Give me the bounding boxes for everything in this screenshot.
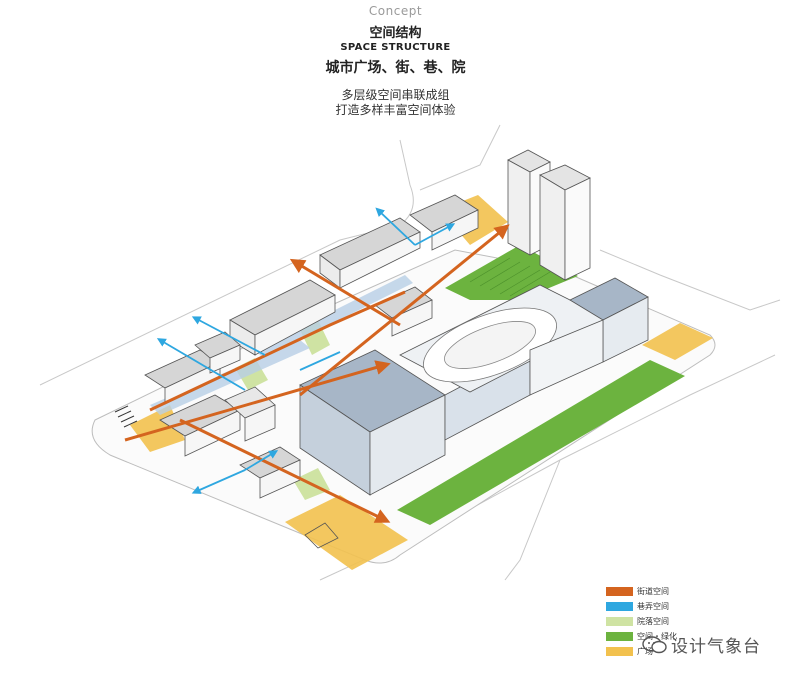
towers bbox=[507, 149, 591, 281]
alley-arrows bbox=[156, 207, 456, 494]
pitched-roof-building-7 bbox=[194, 331, 241, 374]
plaza-south bbox=[285, 495, 408, 570]
title-chinese: 空间结构 bbox=[369, 26, 422, 41]
legend-item-green: 空间・绿化 bbox=[606, 629, 786, 644]
legend-item-street: 街道空间 bbox=[606, 584, 786, 599]
oval-roof-inner bbox=[444, 321, 536, 369]
mall-south-face bbox=[369, 394, 446, 496]
mall-building bbox=[299, 277, 649, 496]
alley-arrow-5 bbox=[299, 351, 341, 371]
plaza-south-tree bbox=[304, 522, 339, 549]
alley-arrow-4 bbox=[191, 469, 246, 494]
street-arrows bbox=[124, 224, 510, 523]
legend-swatch-street bbox=[606, 587, 633, 596]
watermark: 设计气象台 bbox=[642, 632, 761, 657]
street-arrow-northwest bbox=[289, 258, 401, 327]
legend-swatch-alley bbox=[606, 602, 633, 611]
east-podium bbox=[529, 319, 604, 396]
legend-label-street: 街道空间 bbox=[637, 587, 669, 596]
legend-item-plaza: 广场 bbox=[606, 644, 786, 659]
description-line-1: 多层级空间串联成组 bbox=[341, 88, 450, 102]
street-arrow-north bbox=[299, 224, 510, 397]
legend-label-courtyard: 院落空间 bbox=[637, 617, 669, 626]
tower-2 bbox=[539, 164, 591, 281]
pitched-roof-building-8 bbox=[374, 286, 433, 337]
description-line-2: 打造多样丰富空间体验 bbox=[335, 103, 456, 117]
alley-arrow-2 bbox=[191, 316, 266, 356]
legend-label-green: 空间・绿化 bbox=[637, 632, 677, 641]
pitched-roof-building-2 bbox=[319, 217, 421, 289]
legend-swatch-plaza bbox=[606, 647, 633, 656]
alley-arrow-3 bbox=[156, 338, 246, 391]
alley-arrow-1 bbox=[375, 207, 416, 246]
legend-item-courtyard: 院落空间 bbox=[606, 614, 786, 629]
west-stairs bbox=[114, 405, 138, 428]
title-english: SPACE STRUCTURE bbox=[340, 42, 451, 53]
green-strip-south bbox=[397, 360, 685, 525]
alley-arrow-4b bbox=[244, 450, 279, 471]
street-arrow-main-east bbox=[124, 360, 391, 442]
street-arrow-south bbox=[179, 418, 391, 523]
plaza-east bbox=[642, 323, 713, 360]
green-lawn-hatching bbox=[469, 257, 551, 297]
subtitle: 城市广场、街、巷、院 bbox=[325, 60, 466, 76]
legend-swatch-green bbox=[606, 632, 633, 641]
legend-swatch-courtyard bbox=[606, 617, 633, 626]
legend-label-plaza: 广场 bbox=[637, 647, 653, 656]
legend-item-alley: 巷弄空间 bbox=[606, 599, 786, 614]
alley-arrow-1b bbox=[414, 223, 456, 246]
watermark-text: 设计气象台 bbox=[671, 637, 761, 657]
legend: 街道空间 巷弄空间 院落空间 空间・绿化 广场 bbox=[606, 584, 786, 659]
street-arrow-mid bbox=[149, 290, 406, 412]
alley-paths bbox=[150, 275, 413, 415]
legend-label-alley: 巷弄空间 bbox=[637, 602, 669, 611]
wechat-icon bbox=[642, 635, 667, 653]
concept-label: Concept bbox=[368, 4, 423, 18]
